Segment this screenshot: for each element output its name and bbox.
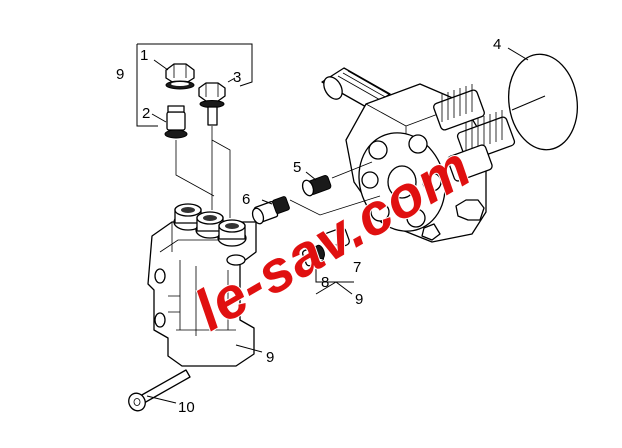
part-1-valve-plug xyxy=(153,59,195,90)
callout-5: 5 xyxy=(293,159,301,176)
callout-1: 1 xyxy=(140,47,148,64)
part-10-bolt xyxy=(128,369,191,412)
part-4-o-ring xyxy=(507,47,578,151)
callout-7: 7 xyxy=(353,259,361,276)
callout-9-fittings: 9 xyxy=(355,291,363,308)
callout-6: 6 xyxy=(242,191,250,208)
valve-housing xyxy=(147,203,263,367)
callout-4: 4 xyxy=(493,36,501,53)
pump-head xyxy=(321,67,516,243)
part-2-valve-cage xyxy=(151,105,188,139)
callout-8: 8 xyxy=(321,274,329,291)
callout-labels: 1 2 3 4 5 6 7 8 9 9 9 10 xyxy=(116,36,501,416)
bracket-valve-group xyxy=(136,43,253,127)
callout-3: 3 xyxy=(233,69,241,86)
callout-9-housing: 9 xyxy=(266,349,274,366)
part-5-seal xyxy=(301,161,373,197)
callout-9-valve-group: 9 xyxy=(116,66,124,83)
part-3-valve-plug xyxy=(198,77,236,126)
part-8-fitting xyxy=(302,244,354,295)
part-6-plug xyxy=(251,195,381,225)
part-7-fitting xyxy=(324,227,350,253)
assembly-lines xyxy=(175,126,231,218)
callout-10: 10 xyxy=(178,399,195,416)
callout-2: 2 xyxy=(142,105,150,122)
piston-springs xyxy=(433,84,516,182)
